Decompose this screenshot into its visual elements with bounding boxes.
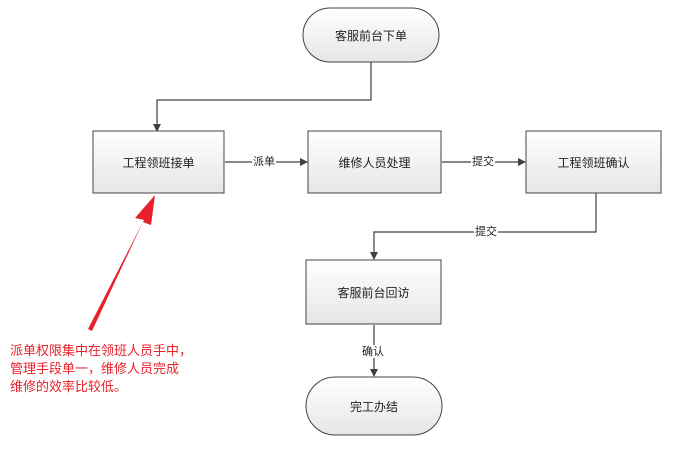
- edge-label-submit-1: 提交: [471, 155, 495, 168]
- annotation-arrow-shape: [88, 195, 155, 331]
- annotation-line-1: 派单权限集中在领班人员手中，: [10, 344, 193, 359]
- node-revisit-shape: [305, 259, 442, 325]
- annotation-line-2: 管理手段单一，维修人员完成: [10, 362, 180, 377]
- node-team-confirm-shape: [525, 130, 662, 194]
- node-end-shape: [305, 376, 443, 436]
- node-start-shape: [302, 7, 440, 63]
- connector-start-to-receive: [153, 61, 372, 132]
- edge-label-confirm: 确认: [361, 345, 385, 358]
- node-team-receive-shape: [92, 130, 225, 194]
- edge-label-dispatch: 派单: [252, 155, 276, 168]
- node-repair-shape: [307, 130, 442, 194]
- annotation-note: 派单权限集中在领班人员手中， 管理手段单一，维修人员完成 维修的效率比较低。: [10, 343, 250, 397]
- edge-label-submit-2: 提交: [474, 225, 498, 238]
- annotation-line-3: 维修的效率比较低。: [10, 380, 128, 395]
